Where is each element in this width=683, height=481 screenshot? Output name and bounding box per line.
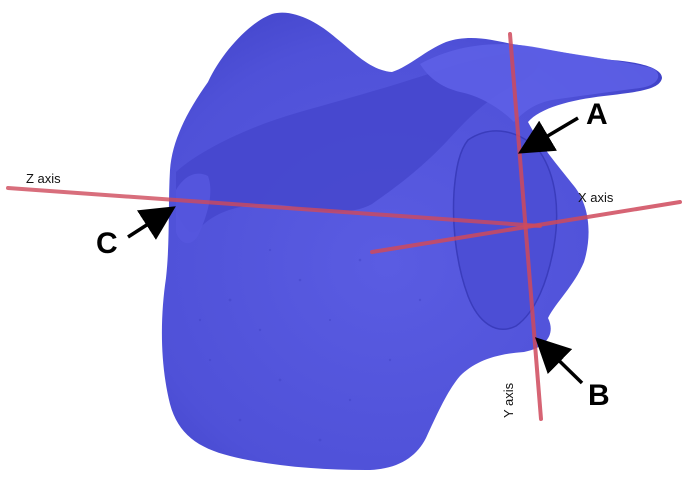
arrow-c [128, 210, 170, 237]
x-axis-label: X axis [578, 190, 614, 205]
arrow-b [540, 342, 582, 383]
landmark-b-label: B [588, 379, 610, 412]
y-axis-label: Y axis [501, 382, 516, 418]
z-axis-label: Z axis [26, 171, 61, 186]
landmark-c-label: C [96, 227, 118, 260]
landmark-a-label: A [586, 98, 608, 131]
